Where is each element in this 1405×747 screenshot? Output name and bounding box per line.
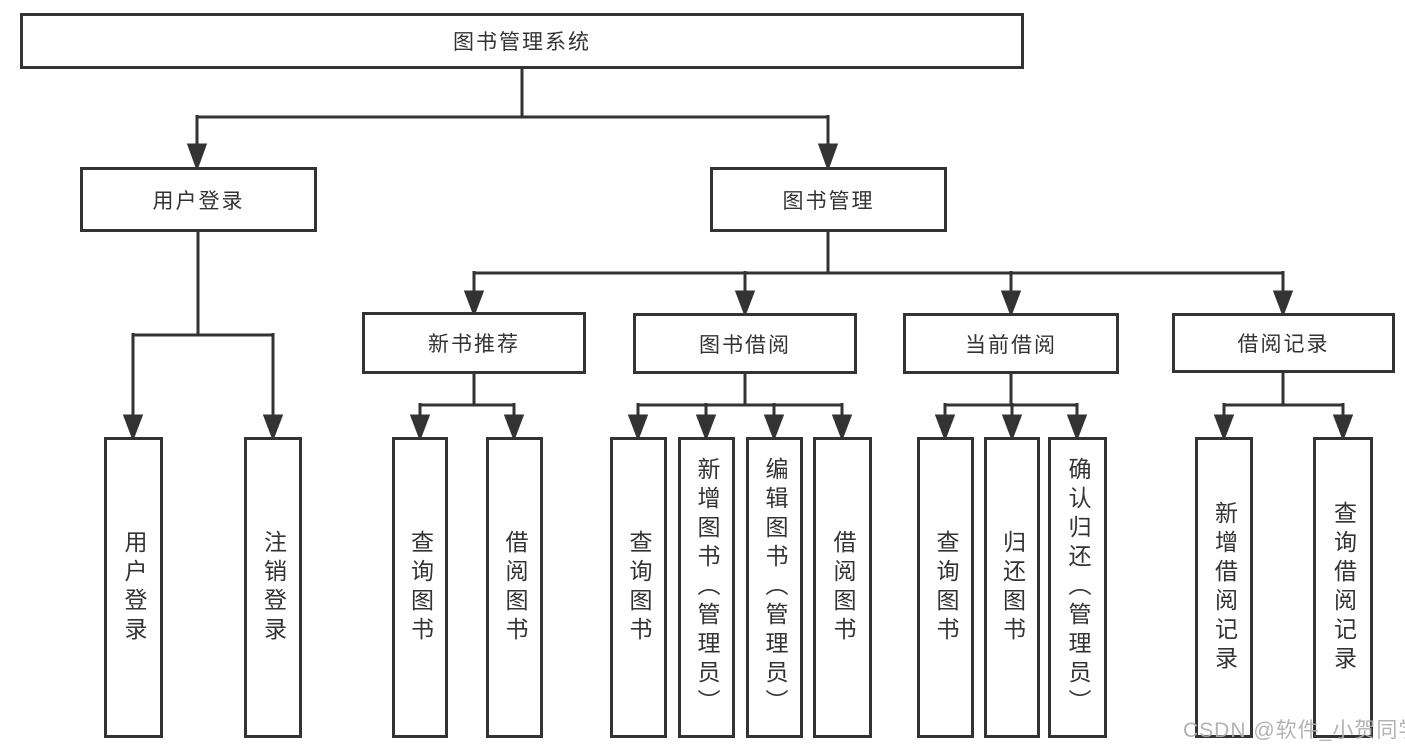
leaf-borrow-books-recommend: 借阅图书 [486,437,543,738]
leaf-user-login: 用户登录 [104,437,163,738]
node-label: 图书管理 [782,189,875,213]
leaf-label: 新增借阅记录 [1211,500,1238,675]
node-book-borrow: 图书借阅 [633,313,857,374]
node-label: 用户登录 [152,189,245,213]
leaf-return-books: 归还图书 [984,437,1040,738]
leaf-edit-book-admin: 编辑图书（管理员） [746,437,803,738]
node-library-management-system: 图书管理系统 [20,13,1024,69]
leaf-add-book-admin: 新增图书（管理员） [678,437,735,738]
csdn-watermark: CSDN @软件_小贺同学 [1183,719,1405,742]
node-label: 新书推荐 [428,333,520,356]
leaf-label: 查询图书 [407,529,434,646]
leaf-query-books-recommend: 查询图书 [392,437,448,738]
node-label: 借阅记录 [1237,333,1330,356]
leaf-borrow-books: 借阅图书 [813,437,872,738]
node-user-login: 用户登录 [80,167,317,232]
node-label: 当前借阅 [965,333,1057,357]
leaf-label: 编辑图书（管理员） [762,457,788,718]
node-borrow-records: 借阅记录 [1172,313,1395,373]
leaf-label: 查询图书 [933,529,959,646]
leaf-confirm-return-admin: 确认归还（管理员） [1048,437,1107,738]
leaf-label: 注销登录 [260,529,287,646]
leaf-label: 新增图书（管理员） [694,457,720,718]
leaf-add-borrow-record: 新增借阅记录 [1195,437,1253,738]
node-current-borrow: 当前借阅 [903,313,1119,374]
leaf-label: 借阅图书 [502,529,528,646]
node-label: 图书管理系统 [453,31,591,54]
node-new-book-recommend: 新书推荐 [362,312,586,374]
leaf-label: 查询图书 [626,529,652,646]
leaf-logout: 注销登录 [244,437,302,738]
leaf-query-borrow-record: 查询借阅记录 [1313,437,1373,738]
leaf-label: 确认归还（管理员） [1065,457,1091,718]
node-label: 图书借阅 [699,333,791,357]
leaf-query-books-current: 查询图书 [917,437,974,738]
leaf-label: 归还图书 [999,529,1026,646]
leaf-query-books-borrow: 查询图书 [610,437,667,738]
leaf-label: 借阅图书 [830,529,856,646]
leaf-label: 查询借阅记录 [1330,500,1357,675]
leaf-label: 用户登录 [121,529,147,646]
node-book-management: 图书管理 [710,167,947,232]
